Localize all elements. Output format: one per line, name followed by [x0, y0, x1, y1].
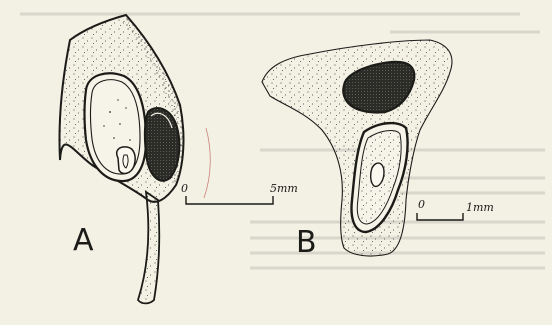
label-a: A	[73, 223, 94, 258]
scale-bar-a-label: 5mm	[270, 182, 298, 195]
section-a-seed	[117, 147, 135, 174]
section-a-right-locule	[145, 108, 180, 181]
scale-bar-b-label: 1mm	[466, 201, 494, 214]
scale-bar-b-zero: 0	[418, 198, 425, 211]
section-b	[262, 40, 452, 256]
scale-bar-b: 0 1mm	[417, 198, 494, 220]
section-a	[59, 15, 210, 303]
section-a-stalk	[138, 192, 159, 303]
label-b: B	[296, 225, 317, 260]
scale-bar-a: 0 5mm	[181, 182, 298, 204]
scale-bar-a-zero: 0	[181, 182, 188, 195]
section-a-left-locule	[85, 73, 147, 181]
